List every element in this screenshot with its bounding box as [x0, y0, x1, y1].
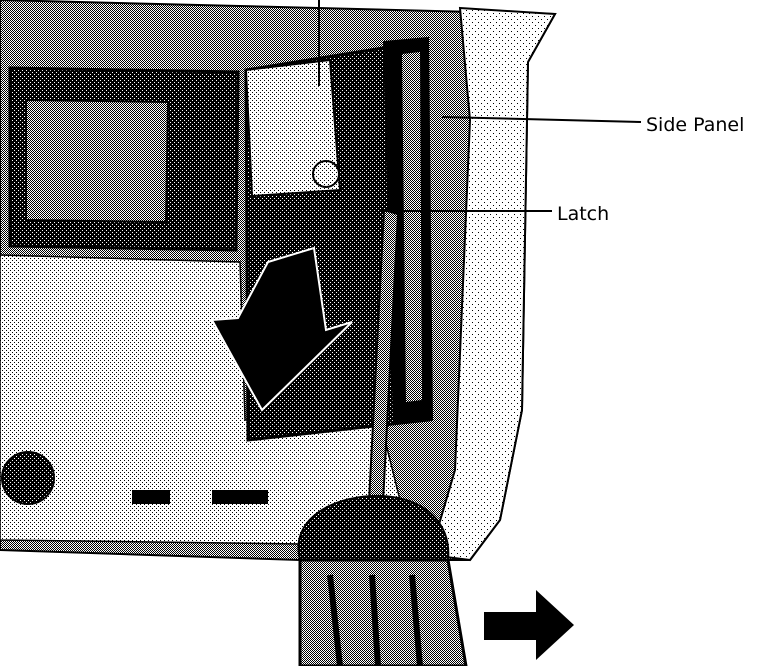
screwdriver-handle [298, 558, 468, 666]
slot-mark [132, 490, 170, 504]
right-arrow [484, 590, 574, 660]
latch-label: Latch [557, 203, 610, 225]
side-panel-leader-line [441, 116, 642, 123]
screwdriver [297, 208, 468, 666]
side-panel-label: Side Panel [646, 114, 745, 136]
port-circle [1, 451, 55, 505]
slot-mark [212, 490, 268, 504]
down-left-arrow [210, 246, 353, 412]
